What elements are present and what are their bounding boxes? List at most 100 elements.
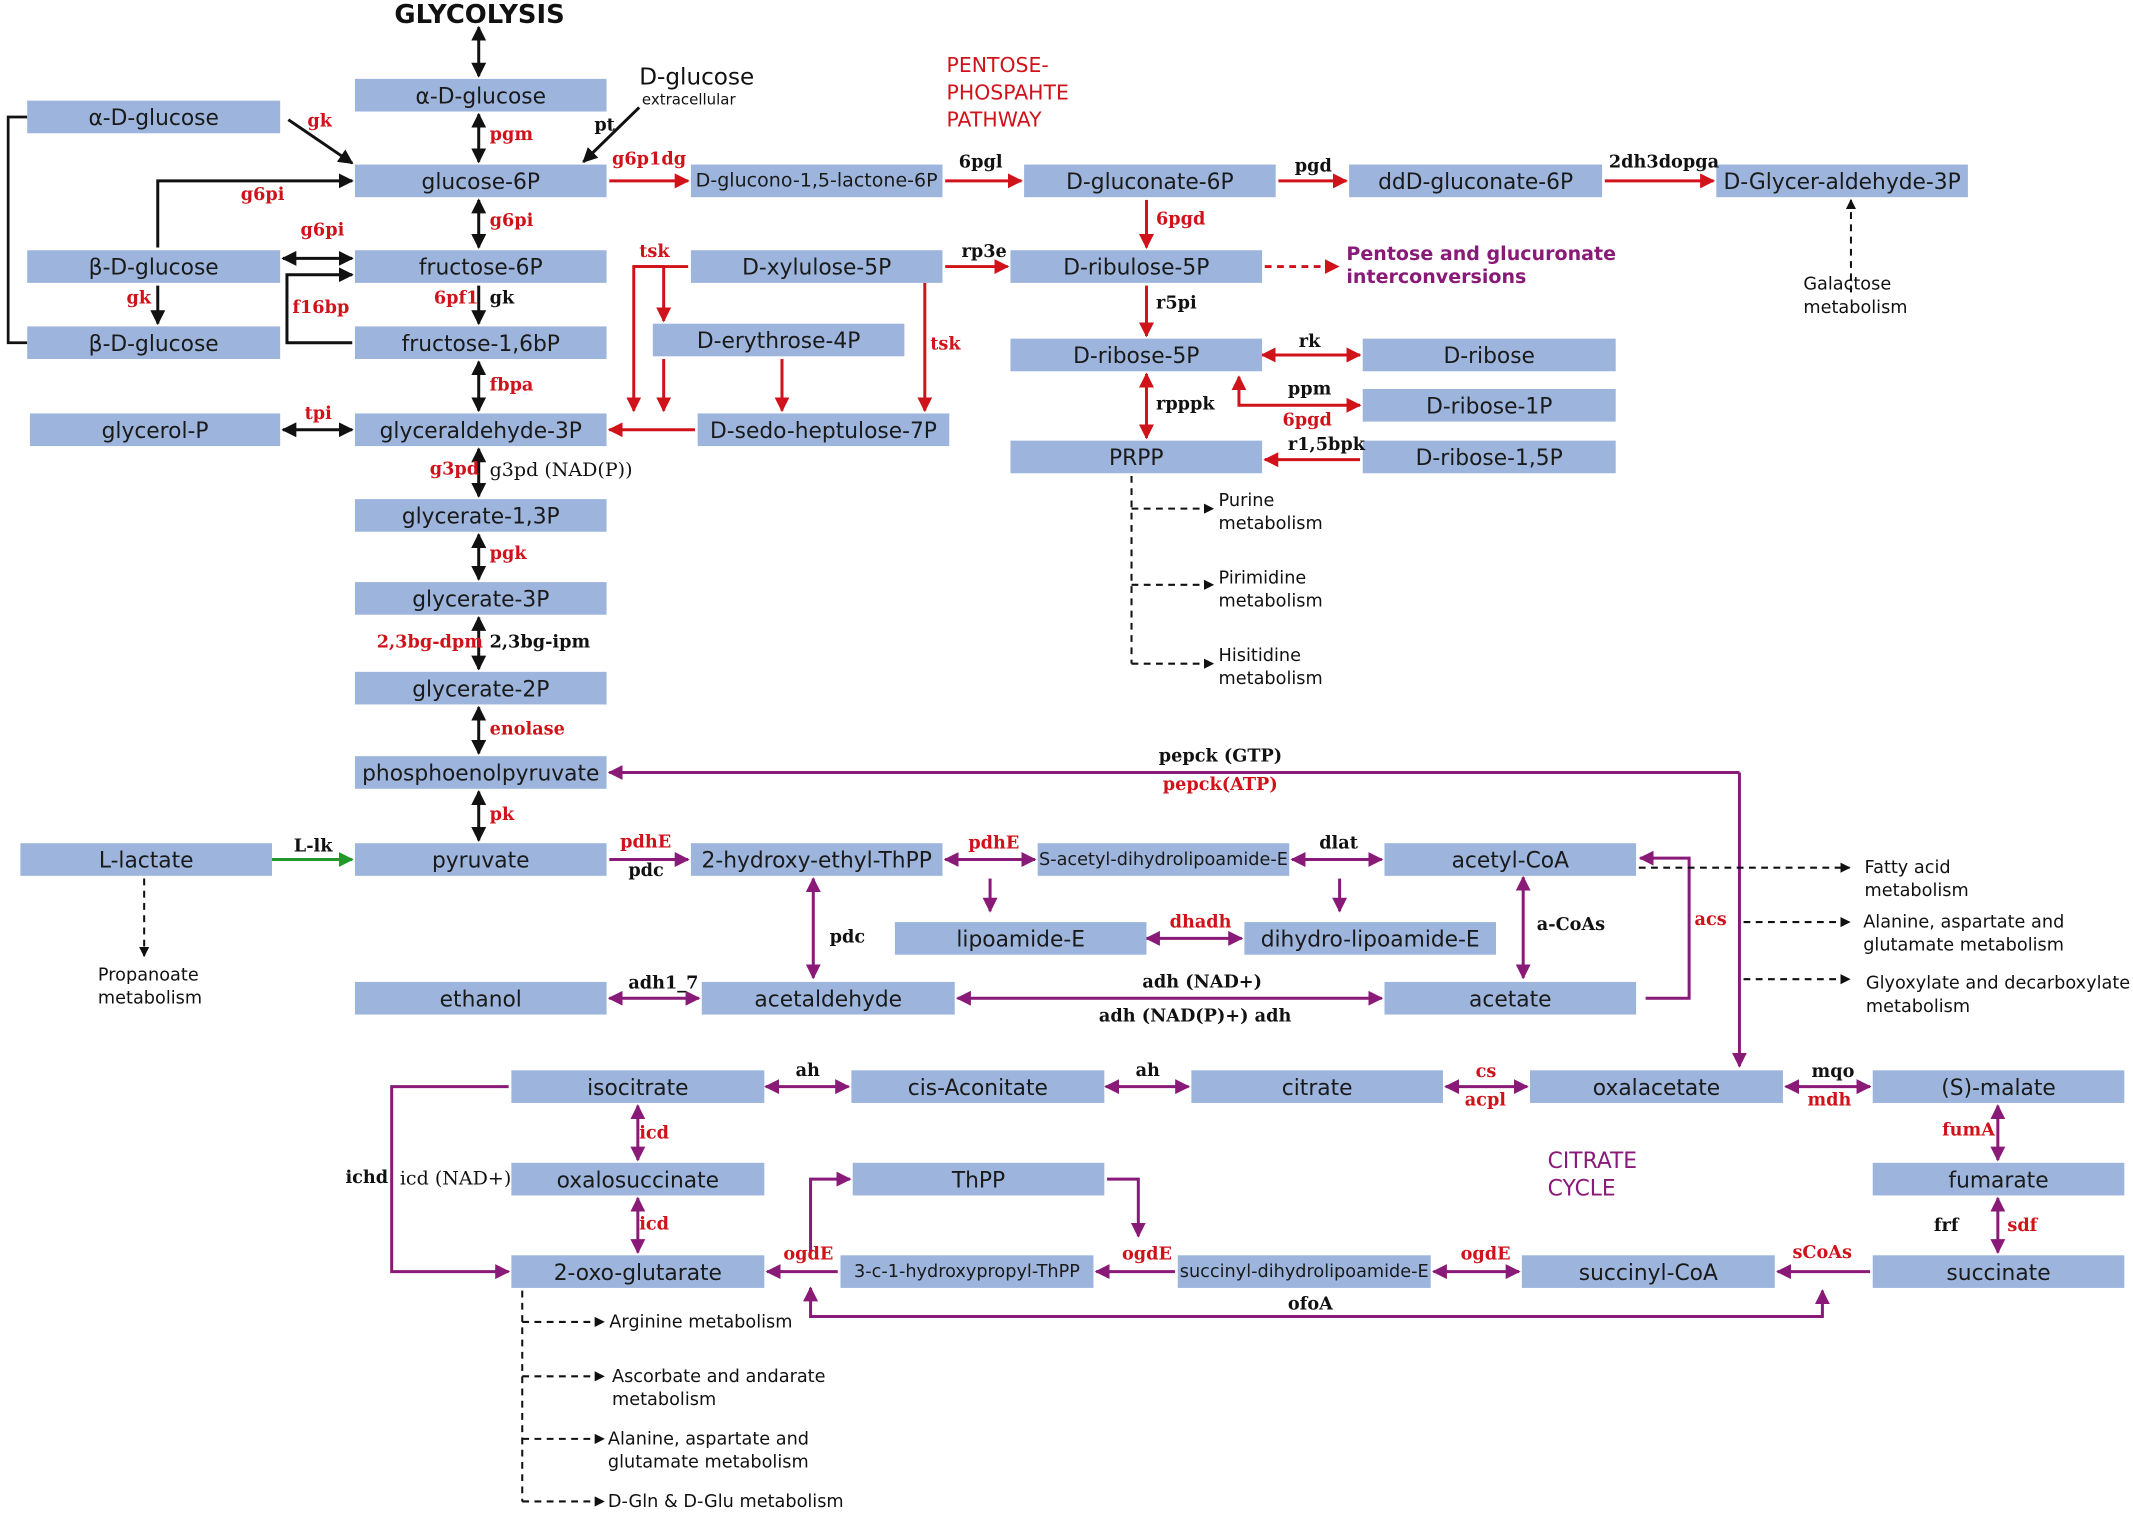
node-glycerate-13p: glycerate-1,3P — [354, 499, 607, 532]
enzyme-adh1-7: adh1_7 — [628, 973, 699, 995]
node-2-oxo-glutarate: 2-oxo-glutarate — [511, 1255, 765, 1288]
node-l-lactate: L-lactate — [20, 843, 273, 876]
enzyme-tpi: tpi — [304, 403, 332, 425]
enzyme-g3pd-nadp: g3pd (NAD(P)) — [489, 459, 633, 482]
node-s-malate: (S)-malate — [1872, 1070, 2125, 1103]
node-3-c-1-hydroxypropyl-thpp: 3-c-1-hydroxypropyl-ThPP — [840, 1255, 1094, 1288]
enzyme-rp3e: rp3e — [961, 242, 1007, 263]
enzyme-pdhe-2: pdhE — [968, 833, 1020, 855]
node-succinyl-coa: succinyl-CoA — [1521, 1255, 1775, 1288]
enzyme-ichd: ichd — [345, 1168, 389, 1189]
node-acetate: acetate — [1384, 981, 1637, 1015]
enzyme-gk-1: gk — [307, 111, 332, 132]
annotation-purine: Purine metabolism — [1218, 490, 1323, 535]
extracellular-glucose-label: D-glucose — [639, 63, 755, 92]
node-succinate: succinate — [1872, 1255, 2125, 1288]
annotation-galactose: Galactose metabolism — [1803, 274, 1908, 319]
enzyme-enolase: enolase — [489, 719, 565, 740]
node-cis-aconitate: cis-Aconitate — [851, 1070, 1105, 1103]
enzyme-g6pi-1: g6pi — [240, 184, 285, 206]
enzyme-ofoa: ofoA — [1287, 1294, 1333, 1316]
enzyme-cs: cs — [1475, 1062, 1497, 1083]
enzyme-fuma: fumA — [1942, 1120, 1995, 1142]
enzyme-6pf1: 6pf1 — [433, 288, 479, 309]
node-phosphoenolpyruvate: phosphoenolpyruvate — [354, 756, 607, 789]
node-ddd-gluconate-6p: ddD-gluconate-6P — [1349, 164, 1603, 198]
enzyme-pgd: pgd — [1294, 156, 1332, 177]
pathway-arrow-61 — [1107, 1177, 1146, 1238]
annotation-hisitidine: Hisitidine metabolism — [1218, 646, 1323, 690]
pathway-arrow-18 — [582, 106, 641, 163]
node-alpha-d-glucose-left: α-D-glucose — [27, 100, 281, 134]
node-isocitrate: isocitrate — [511, 1070, 765, 1103]
enzyme-pdhe-1: pdhE — [620, 832, 672, 853]
node-d-ribose-1p: D-ribose-1P — [1362, 388, 1616, 422]
annotation-glyoxylate: Glyoxylate and decarboxylate metabolism — [1865, 973, 2131, 1018]
enzyme-pgm: pgm — [489, 125, 534, 146]
pathway-arrow-58 — [390, 1085, 511, 1280]
node-succinyl-dihydrolipoamide: succinyl-dihydrolipoamide-E — [1177, 1255, 1431, 1288]
node-d-sedoheptulose-7p: D-sedo-heptulose-7P — [697, 413, 950, 447]
node-lipoamide-e: lipoamide-E — [894, 922, 1147, 955]
enzyme-2dh3dopga: 2dh3dopga — [1608, 152, 1720, 173]
node-alpha-d-glucose: α-D-glucose — [354, 78, 607, 112]
enzyme-adh-nad: adh (NAD+) — [1142, 972, 1262, 993]
pathway-arrow-45 — [1638, 850, 1691, 1000]
enzyme-6pgd-2: 6pgd — [1282, 410, 1332, 432]
annotation-ascorbate: Ascorbate and andarate metabolism — [612, 1366, 826, 1411]
node-d-ribose-15p: D-ribose-1,5P — [1362, 440, 1616, 474]
enzyme-ppm: ppm — [1287, 379, 1332, 400]
enzyme-ah-1: ah — [795, 1060, 820, 1082]
node-pyruvate: pyruvate — [354, 843, 607, 876]
node-dihydro-lipoamide-e: dihydro-lipoamide-E — [1244, 922, 1496, 955]
node-fumarate: fumarate — [1872, 1162, 2125, 1196]
enzyme-fbpa: fbpa — [489, 375, 534, 396]
node-beta-d-glucose-2: β-D-glucose — [27, 326, 281, 360]
enzyme-dlat: dlat — [1319, 833, 1358, 855]
pathway-arrow-16 — [6, 115, 28, 345]
enzyme-r1-5bpk: r1,5bpk — [1287, 435, 1365, 456]
node-d-glucono-lactone-6p: D-glucono-1,5-lactone-6P — [690, 164, 943, 198]
enzyme-icd-nad: icd (NAD+) — [399, 1168, 512, 1190]
enzyme-adh-nadp: adh (NAD(P)+) adh — [1098, 1006, 1292, 1027]
enzyme-pepck-atp: pepck(ATP) — [1162, 775, 1278, 796]
node-acetaldehyde: acetaldehyde — [701, 981, 955, 1015]
annotation-pentose-glucuronate: Pentose and glucuronate interconversions — [1346, 243, 1616, 289]
enzyme-ogde-1: ogdE — [783, 1244, 834, 1265]
enzyme-pdc-2: pdc — [829, 927, 866, 948]
node-d-ribulose-5p: D-ribulose-5P — [1010, 250, 1263, 283]
node-fructose-16bp: fructose-1,6bP — [354, 326, 607, 360]
node-thpp: ThPP — [852, 1162, 1105, 1196]
enzyme-gk-2: gk — [126, 288, 152, 309]
enzyme-6pgd: 6pgd — [1156, 209, 1206, 230]
annotation-pirimidine: Pirimidine metabolism — [1218, 568, 1323, 612]
enzyme-pk: pk — [489, 805, 515, 826]
node-glycerate-3p: glycerate-3P — [354, 582, 607, 615]
pathway-arrow-35 — [1231, 375, 1362, 413]
pathway-arrow-12 — [156, 173, 354, 248]
enzyme-r5pi: r5pi — [1156, 293, 1197, 315]
node-oxalosuccinate: oxalosuccinate — [511, 1162, 765, 1196]
node-acetyl-coa: acetyl-CoA — [1384, 843, 1637, 876]
node-d-ribose-5p: D-ribose-5P — [1010, 338, 1263, 372]
enzyme-gk-3: gk — [489, 288, 515, 309]
enzyme-g3pd: g3pd — [429, 459, 480, 481]
node-d-gluconate-6p: D-gluconate-6P — [1024, 164, 1276, 198]
extracellular-sublabel: extracellular — [641, 91, 736, 109]
node-prpp: PRPP — [1010, 440, 1263, 474]
glycolysis-title: GLYCOLYSIS — [394, 0, 565, 30]
enzyme-pgk: pgk — [489, 544, 527, 565]
enzyme-pdc-1: pdc — [628, 860, 664, 882]
node-d-xylulose-5p: D-xylulose-5P — [690, 250, 943, 283]
enzyme-ogde-2: ogdE — [1122, 1244, 1173, 1265]
enzyme-a-coas: a-CoAs — [1536, 915, 1606, 936]
enzyme-pepck-gtp: pepck (GTP) — [1158, 746, 1283, 768]
enzyme-2-3bg-ipm: 2,3bg-ipm — [489, 632, 591, 653]
pathway-arrow-65 — [803, 1286, 1830, 1318]
node-glycerate-2p: glycerate-2P — [354, 671, 607, 705]
enzyme-mqo: mqo — [1811, 1062, 1855, 1083]
enzyme-l-lk: L-lk — [293, 836, 333, 857]
node-citrate: citrate — [1191, 1070, 1443, 1103]
node-s-acetyl-dihydrolipoamide: S-acetyl-dihydrolipoamide-E — [1037, 843, 1290, 876]
